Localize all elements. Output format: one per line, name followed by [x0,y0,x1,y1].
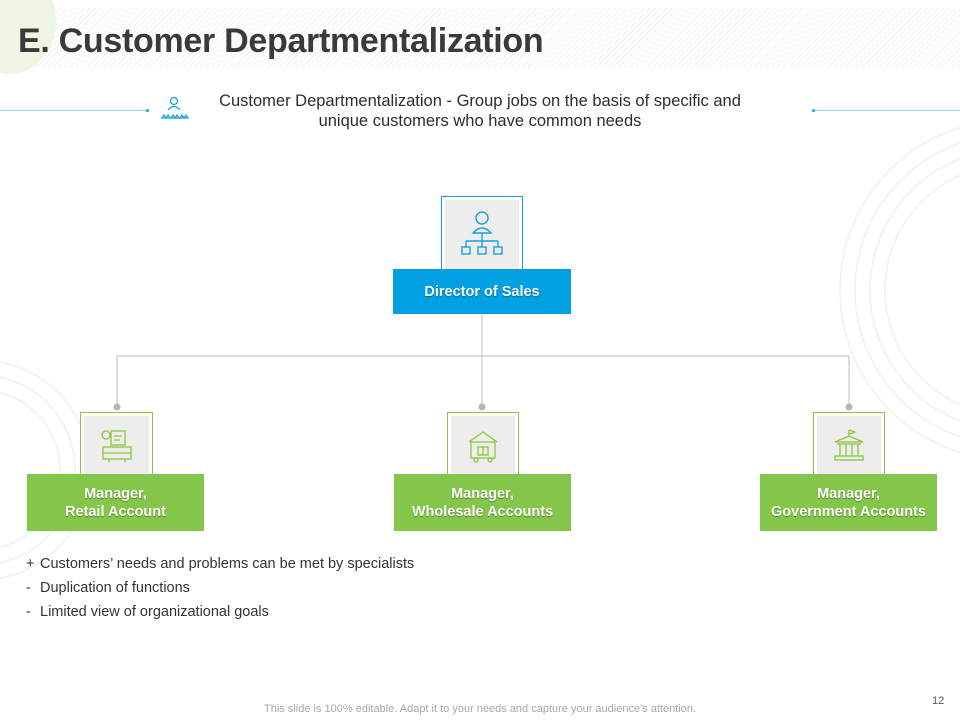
pros-cons-list: + Customers’ needs and problems can be me… [26,555,414,627]
page-title: E. Customer Departmentalization [18,22,544,60]
divider-dot-right [812,109,815,112]
title-bar: E. Customer Departmentalization [0,0,960,74]
org-hierarchy-icon [461,211,503,255]
list-item: -Duplication of functions [26,579,414,603]
director-icon-background [445,200,519,270]
page-number: 12 [932,695,945,707]
list-item-text: Limited view of organizational goals [40,604,269,620]
description-line-1: Customer Departmentalization - Group job… [219,92,741,110]
plus-marker: + [26,556,35,572]
retail-icon-background [84,416,149,475]
wholesale-icon-frame [447,412,519,479]
description-line-2: unique customers who have common needs [318,112,642,130]
minus-marker: - [26,580,31,596]
description-divider-right [814,110,960,111]
wholesale-manager-label-line1: Manager, [451,485,514,502]
footer-note: This slide is 100% editable. Adapt it to… [264,703,696,715]
retail-manager-label-line1: Manager, [84,485,147,502]
government-manager-node: Manager, Government Accounts [760,474,937,531]
retail-icon-frame [80,412,153,479]
left-connector-dot [113,403,121,411]
government-manager-label-line2: Government Accounts [771,503,926,520]
government-icon-background [817,416,881,475]
list-item-text: Customers’ needs and problems can be met… [40,556,415,572]
government-manager-label-line1: Manager, [817,485,880,502]
list-item: + Customers’ needs and problems can be me… [26,555,414,579]
government-building-icon [834,428,864,461]
customer-group-icon [160,96,189,120]
middle-connector-dot [478,403,486,411]
wholesale-manager-label-line2: Wholesale Accounts [411,503,554,520]
minus-marker: - [26,604,31,620]
retail-manager-label-line2: Retail Account [65,503,166,520]
director-of-sales-node: Director of Sales [393,269,571,314]
description-text: Customer Departmentalization - Group job… [180,91,780,131]
divider-dot-left [146,109,149,112]
director-icon-frame [441,196,523,274]
description-divider-left [0,110,148,111]
wholesale-icon-background [451,416,515,475]
retail-register-icon [100,429,132,462]
list-item-text: Duplication of functions [40,580,190,596]
warehouse-truck-icon [468,430,498,463]
government-icon-frame [813,412,885,479]
list-item: -Limited view of organizational goals [26,603,414,627]
right-connector-dot [845,403,853,411]
retail-manager-node: Manager, Retail Account [27,474,204,531]
director-of-sales-label: Director of Sales [424,283,540,300]
wholesale-manager-node: Manager, Wholesale Accounts [394,474,571,531]
